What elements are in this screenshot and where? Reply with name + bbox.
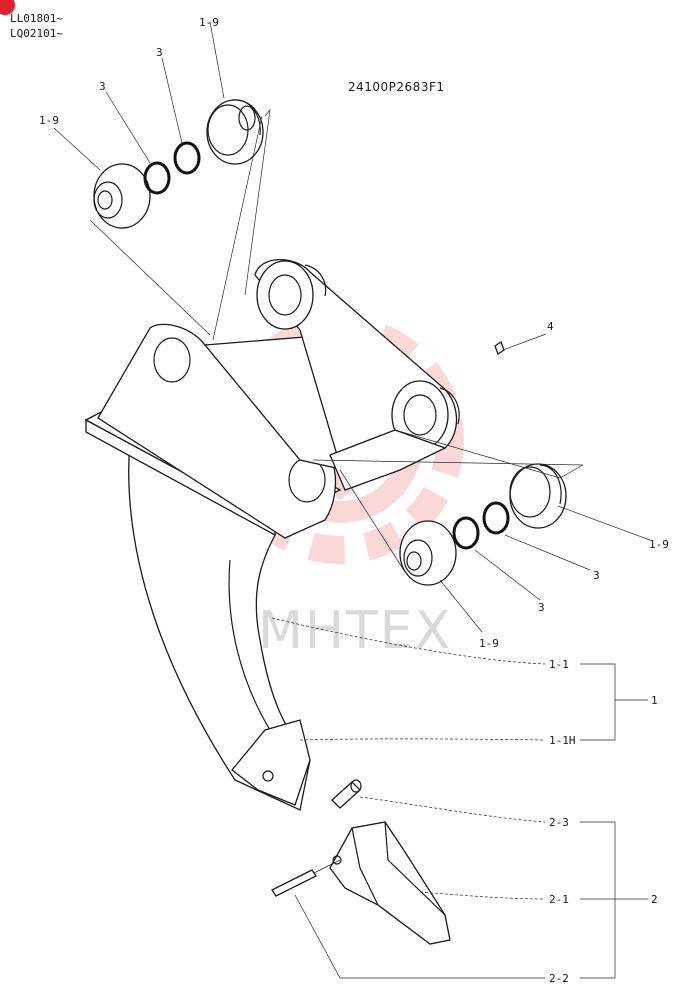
pin-small-icon: [494, 341, 505, 355]
callout-3-b: 3: [99, 80, 106, 93]
callout-1-9-top: 1-9: [199, 16, 219, 29]
ripper-tooth-icon: [329, 821, 451, 945]
o-ring-right-lower-icon: [452, 516, 480, 550]
callout-1-9-left: 1-9: [39, 114, 59, 127]
callout-3-a: 3: [156, 46, 163, 59]
leader-lines: [53, 21, 651, 979]
callout-2-2: 2-2: [549, 972, 569, 985]
callout-1: 1: [651, 694, 658, 707]
callout-1-9-bottom: 1-9: [479, 637, 499, 650]
o-ring-top-left-icon: [143, 161, 171, 195]
bushing-top-left-icon: [93, 163, 151, 229]
drawing-code: 24100P2683F1: [348, 80, 445, 94]
pin-2-3-icon: [331, 779, 362, 809]
callout-2-1: 2-1: [549, 893, 569, 906]
callout-2: 2: [651, 893, 658, 906]
corner-badge-icon: [0, 0, 15, 15]
watermark-text: MHTEX: [258, 601, 452, 661]
o-ring-top-right-icon: [173, 141, 201, 175]
callout-1-1: 1-1: [549, 658, 569, 671]
callout-3-c: 3: [593, 569, 600, 582]
callout-3-d: 3: [538, 601, 545, 614]
ripper-frame-icon: [84, 259, 460, 811]
o-ring-right-upper-icon: [482, 501, 510, 535]
serial-range-2: LQ02101~: [10, 27, 63, 40]
callout-1-1h: 1-1H: [549, 734, 576, 747]
callout-4: 4: [547, 320, 554, 333]
bushing-right-upper-icon: [509, 463, 567, 529]
bushing-top-right-icon: [206, 99, 264, 165]
callout-1-9-right: 1-9: [649, 538, 669, 551]
serial-range-1: LL01801~: [10, 12, 63, 25]
callout-2-3: 2-3: [549, 816, 569, 829]
bushing-right-lower-icon: [399, 520, 457, 586]
pin-2-2-icon: [271, 869, 317, 897]
